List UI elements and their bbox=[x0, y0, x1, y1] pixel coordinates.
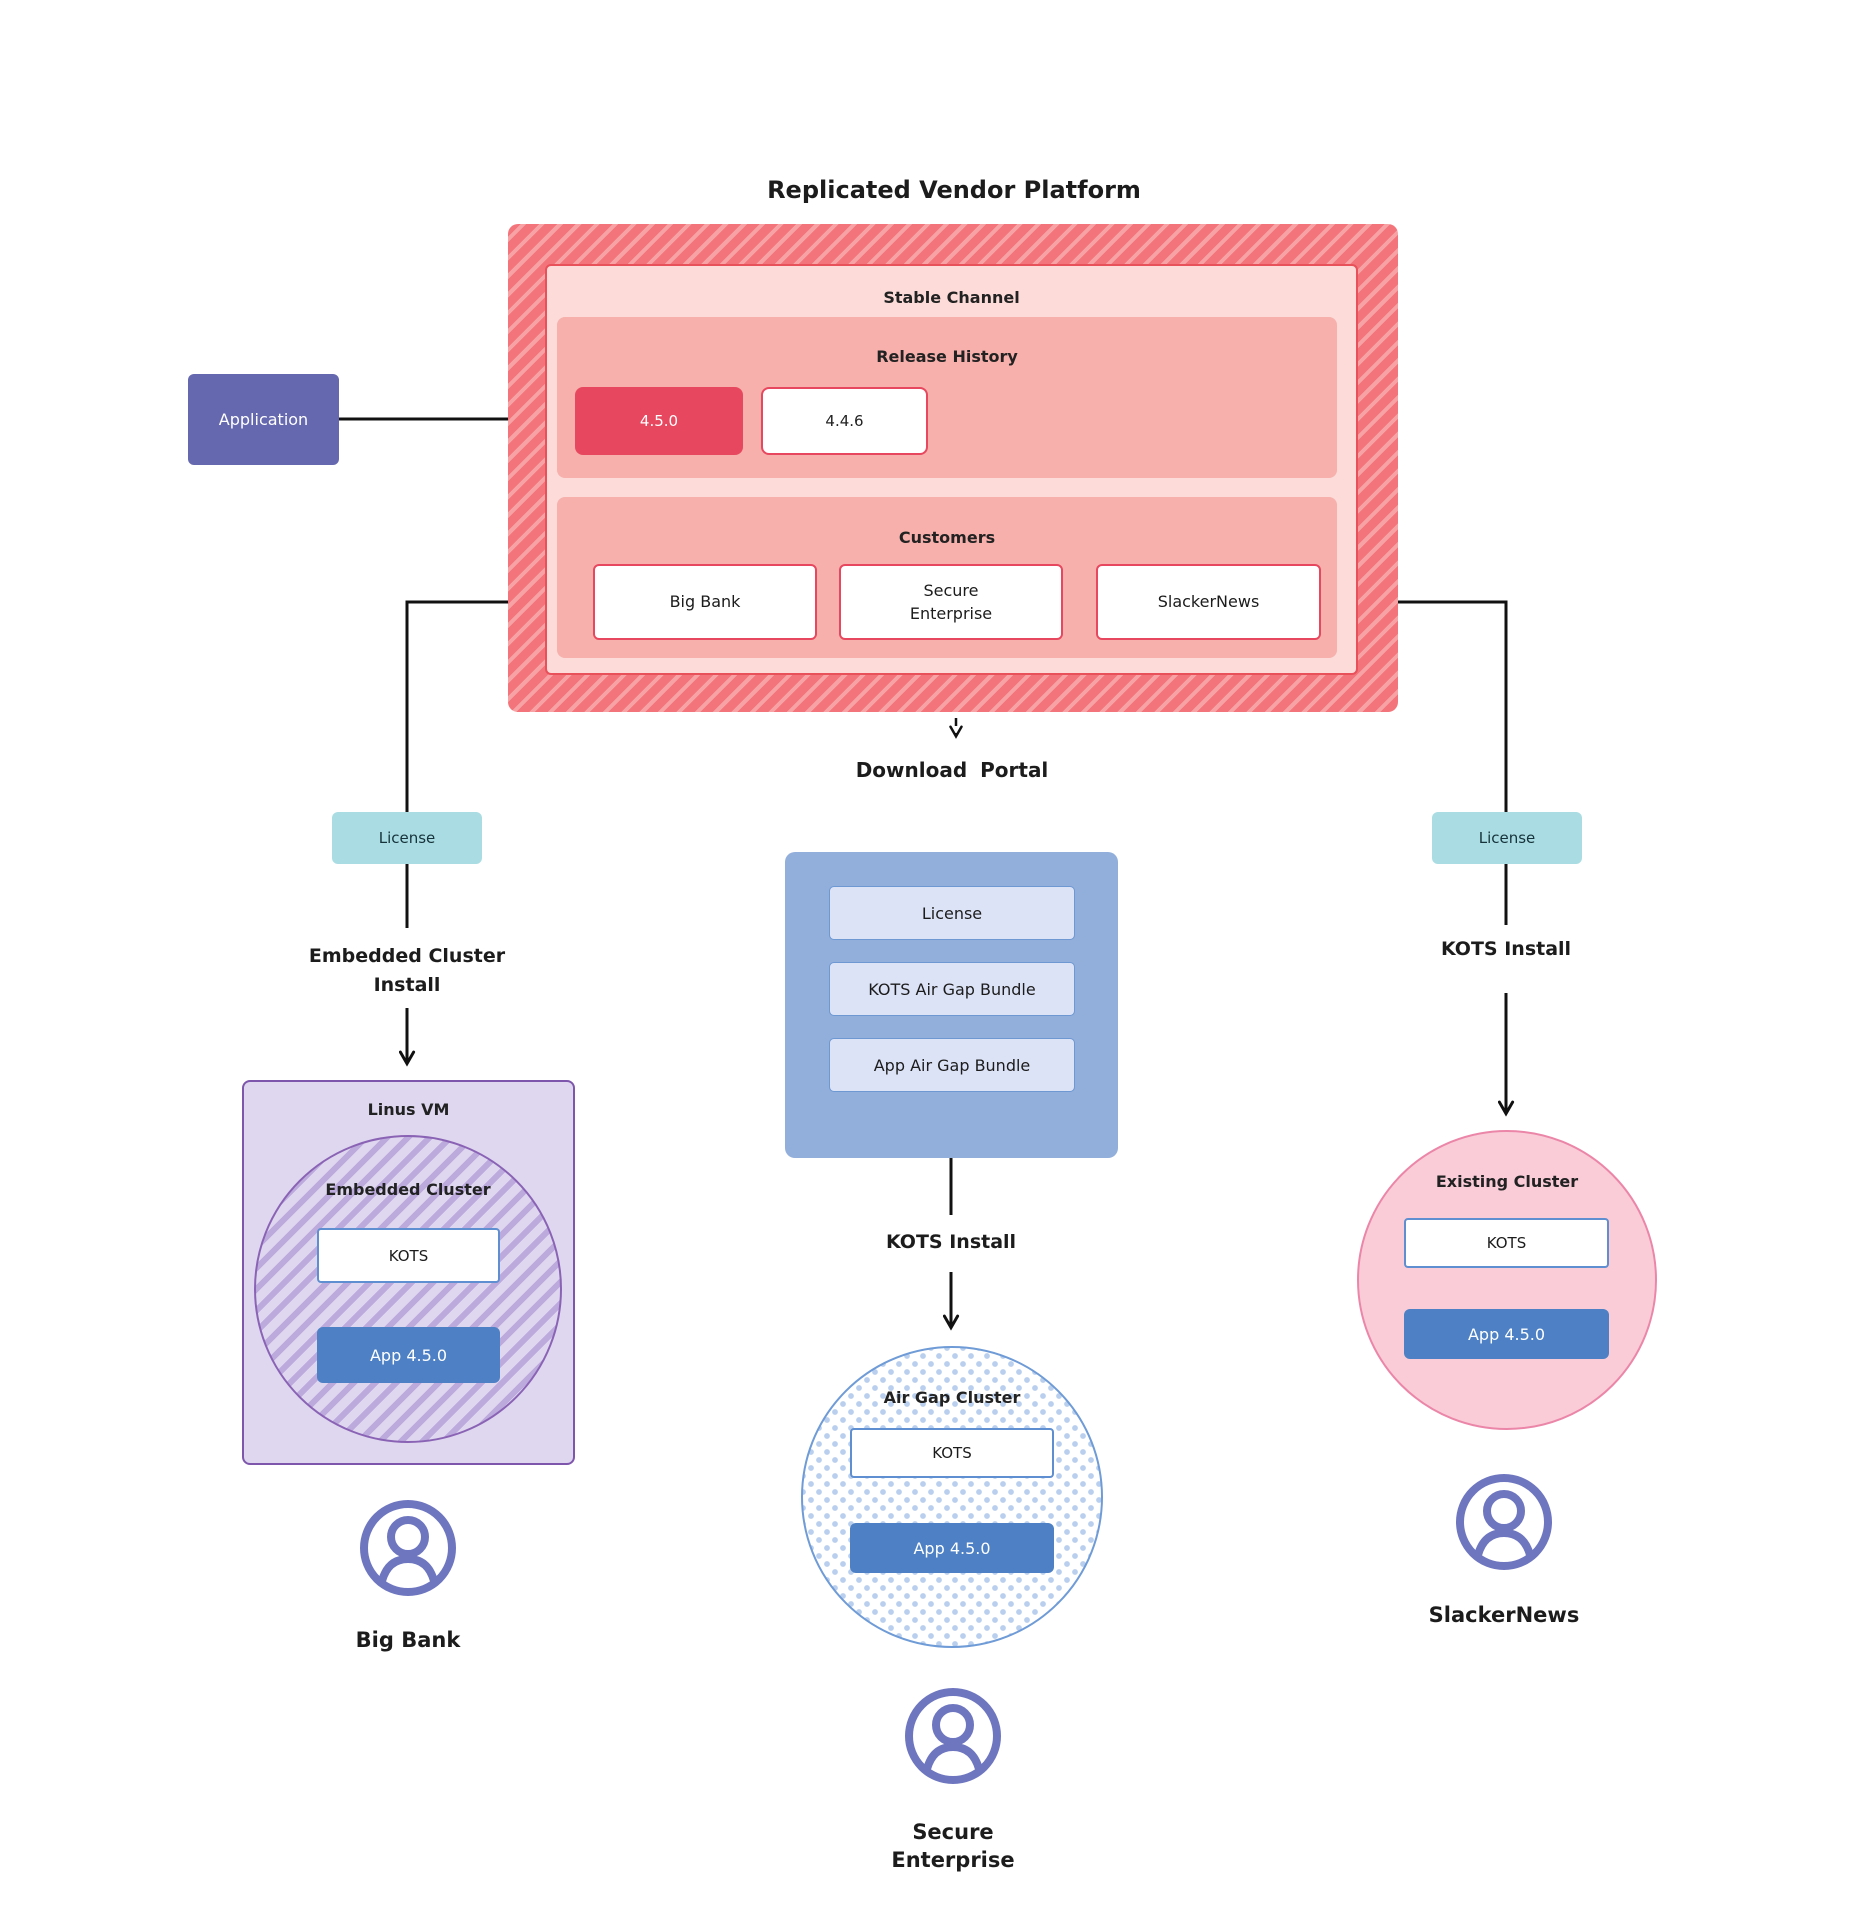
customer-slackernews: SlackerNews bbox=[1096, 564, 1321, 640]
application-label: Application bbox=[218, 410, 309, 429]
big-bank-user-label: Big Bank bbox=[355, 1628, 461, 1652]
app-left-label: App 4.5.0 bbox=[369, 1345, 448, 1365]
portal-item-app-bundle: App Air Gap Bundle bbox=[829, 1038, 1075, 1092]
big-bank-user-icon bbox=[358, 1498, 458, 1598]
portal-license-label: License bbox=[921, 903, 983, 923]
kots-right-label: KOTS bbox=[1486, 1234, 1527, 1252]
license-badge-right: License bbox=[1432, 812, 1582, 864]
license-right-label: License bbox=[1478, 829, 1536, 847]
embedded-cluster-label: Embedded Cluster bbox=[325, 1180, 491, 1199]
license-badge-left: License bbox=[332, 812, 482, 864]
app-box-right: App 4.5.0 bbox=[1404, 1309, 1609, 1359]
air-gap-cluster-label: Air Gap Cluster bbox=[883, 1388, 1021, 1407]
application-box: Application bbox=[188, 374, 339, 465]
portal-item-kots-bundle: KOTS Air Gap Bundle bbox=[829, 962, 1075, 1016]
release-current-label: 4.5.0 bbox=[639, 412, 679, 430]
kots-middle-label: KOTS bbox=[932, 1444, 972, 1462]
app-box-left: App 4.5.0 bbox=[317, 1327, 500, 1383]
customer-big-bank-label: Big Bank bbox=[669, 592, 741, 612]
download-portal-title: Download Portal bbox=[855, 758, 1049, 782]
existing-cluster-label: Existing Cluster bbox=[1435, 1172, 1579, 1191]
customer-big-bank: Big Bank bbox=[593, 564, 817, 640]
release-previous-label: 4.4.6 bbox=[825, 412, 864, 430]
kots-left-label: KOTS bbox=[388, 1246, 429, 1265]
kots-box-left: KOTS bbox=[317, 1228, 500, 1283]
stable-channel-label: Stable Channel bbox=[883, 288, 1020, 307]
kots-install-label-middle: KOTS Install bbox=[885, 1231, 1017, 1253]
air-gap-cluster-circle bbox=[801, 1346, 1103, 1648]
secure-enterprise-user-icon bbox=[903, 1686, 1003, 1786]
customer-slackernews-label: SlackerNews bbox=[1157, 592, 1260, 612]
embedded-cluster-install-label: Embedded Cluster Install bbox=[308, 945, 506, 996]
license-left-label: License bbox=[378, 829, 436, 847]
app-right-label: App 4.5.0 bbox=[1467, 1324, 1546, 1344]
release-history-label: Release History bbox=[876, 347, 1018, 366]
linus-vm-label: Linus VM bbox=[367, 1100, 450, 1119]
slackernews-user-icon bbox=[1454, 1472, 1554, 1572]
customer-secure-enterprise: Secure Enterprise bbox=[839, 564, 1063, 640]
kots-install-label-right: KOTS Install bbox=[1440, 938, 1572, 960]
release-version-previous: 4.4.6 bbox=[761, 387, 928, 455]
release-version-current: 4.5.0 bbox=[575, 387, 743, 455]
customers-label: Customers bbox=[898, 528, 996, 547]
app-box-middle: App 4.5.0 bbox=[850, 1523, 1054, 1573]
portal-item-license: License bbox=[829, 886, 1075, 940]
embedded-cluster-circle bbox=[254, 1135, 562, 1443]
app-middle-label: App 4.5.0 bbox=[913, 1538, 991, 1558]
existing-cluster-circle bbox=[1357, 1130, 1657, 1430]
diagram-title: Replicated Vendor Platform bbox=[767, 176, 1141, 204]
customer-secure-enterprise-label: Secure Enterprise bbox=[909, 580, 993, 623]
portal-app-bundle-label: App Air Gap Bundle bbox=[873, 1055, 1031, 1075]
secure-enterprise-user-text: Secure Enterprise bbox=[891, 1820, 1015, 1873]
portal-kots-bundle-label: KOTS Air Gap Bundle bbox=[868, 979, 1036, 999]
kots-box-middle: KOTS bbox=[850, 1428, 1054, 1478]
secure-enterprise-user-label: Secure Enterprise bbox=[853, 1818, 1053, 1875]
kots-box-right: KOTS bbox=[1404, 1218, 1609, 1268]
slackernews-user-label: SlackerNews bbox=[1428, 1603, 1580, 1627]
